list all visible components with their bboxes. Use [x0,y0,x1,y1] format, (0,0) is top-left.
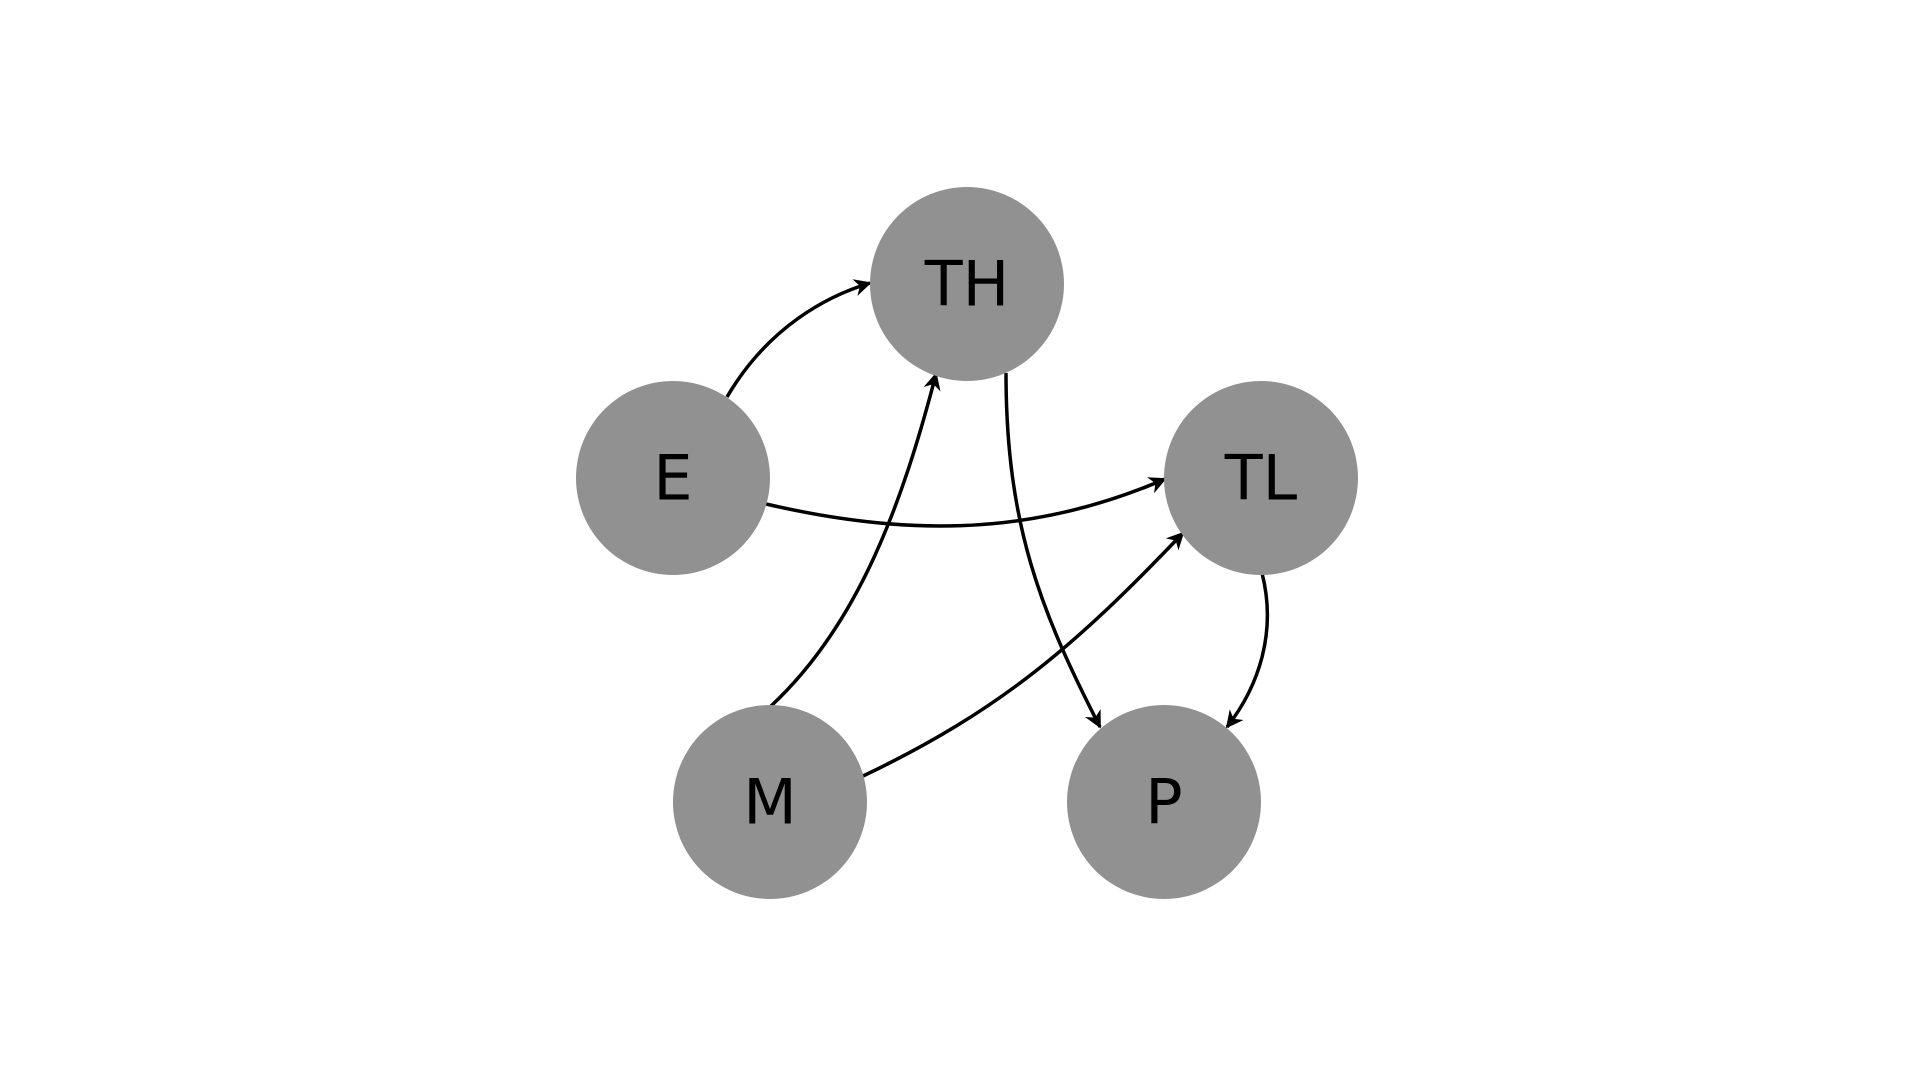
node-M: M [673,705,867,899]
node-E: E [576,381,770,575]
nodes-group: TH E TL M P [576,187,1358,899]
edge-M-to-TL [862,531,1185,778]
edge-M-to-TH [769,372,941,708]
node-M-label: M [743,766,797,839]
node-TL: TL [1164,381,1358,575]
node-P-label: P [1145,766,1182,839]
node-P: P [1067,705,1261,899]
node-M-circle [673,705,867,899]
node-TL-circle [1164,381,1358,575]
edge-E-to-TL [765,477,1167,528]
node-E-label: E [653,442,692,515]
node-TH-label: TH [924,248,1010,321]
node-TH: TH [870,187,1064,381]
node-P-circle [1067,705,1261,899]
edge-TH-to-P [1004,372,1102,729]
edge-E-to-TH [725,279,872,398]
edge-TL-to-P [1225,572,1270,729]
node-TL-label: TL [1224,442,1298,515]
edges-group [725,279,1270,778]
node-TH-circle [870,187,1064,381]
node-E-circle [576,381,770,575]
